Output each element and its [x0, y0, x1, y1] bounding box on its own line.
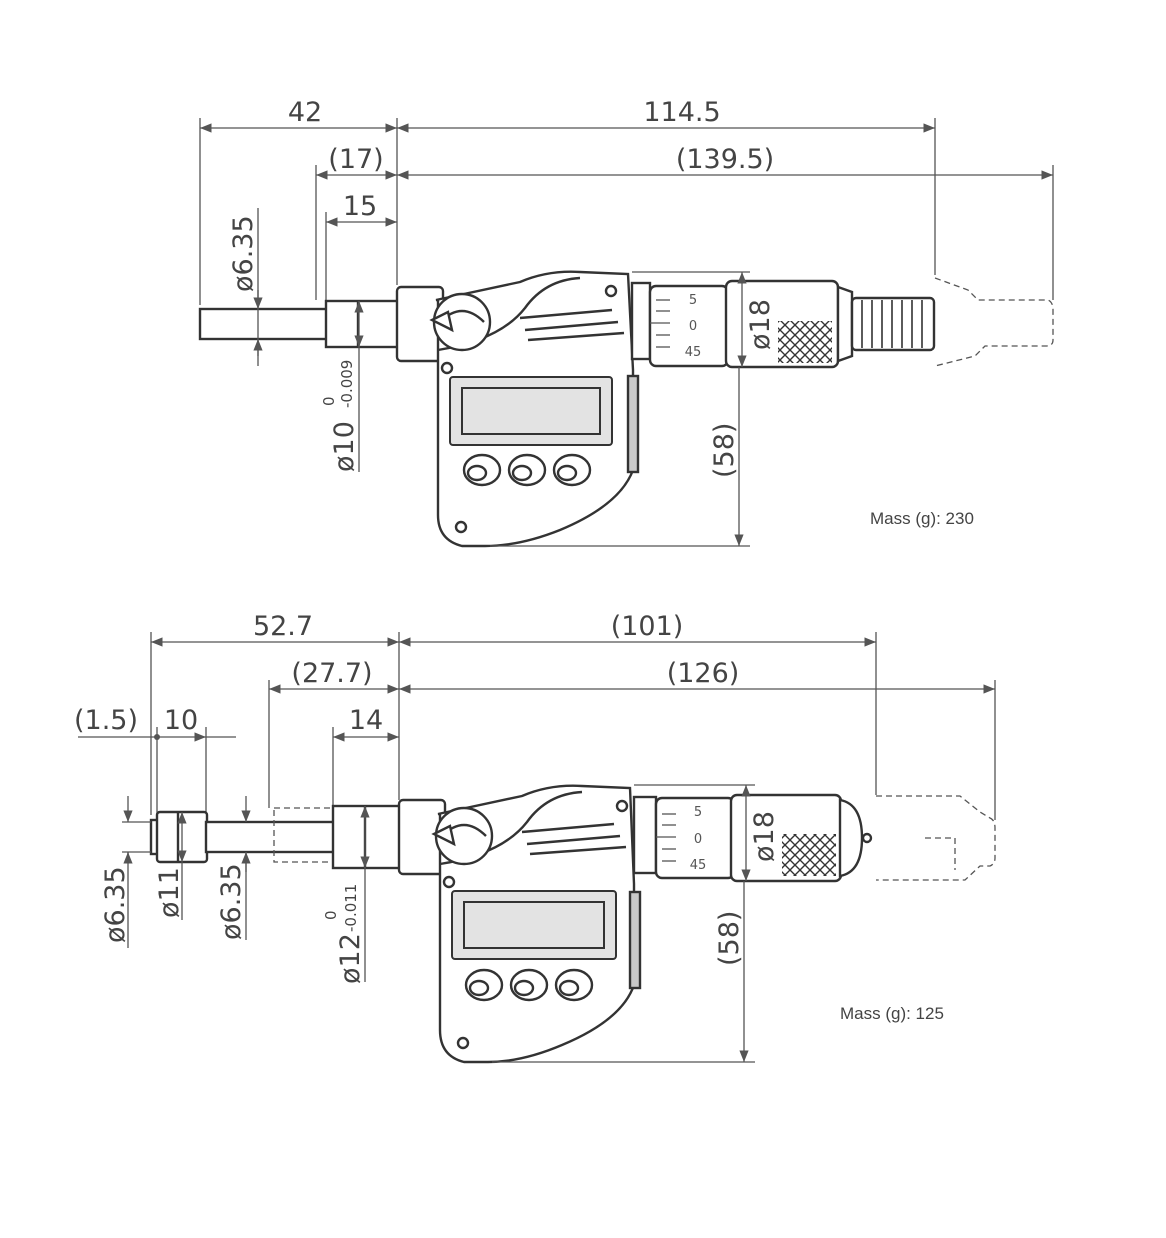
- bottom-dia-stem-label: ø12: [335, 933, 366, 984]
- top-mass-label: Mass (g): 230: [870, 509, 974, 528]
- bottom-dia-head-dim: ø11: [154, 812, 187, 920]
- bottom-dia-stem-dim: ø12 0 -0.011: [322, 806, 370, 984]
- top-dia-spindle-label: ø6.35: [228, 215, 259, 292]
- top-thimble: 5 0 45: [630, 279, 936, 369]
- top-dia-thimble-label: ø18: [745, 299, 776, 350]
- bottom-dia-thimble-label: ø18: [749, 811, 780, 862]
- bottom-scale-0: 0: [694, 832, 702, 847]
- top-scale-5: 5: [689, 293, 697, 308]
- bottom-dim-10: 10: [164, 705, 198, 736]
- bottom-height-label: (58): [714, 911, 745, 966]
- bottom-screw-icon: [456, 1036, 470, 1050]
- top-dim-114-5: 114.5: [643, 97, 720, 128]
- top-height-label: (58): [709, 423, 740, 478]
- bottom-dia-spindle-label: ø6.35: [216, 863, 247, 940]
- top-tol-lower: -0.009: [338, 360, 356, 408]
- bottom-dim-1-5: (1.5): [74, 705, 138, 736]
- top-scale-45: 45: [685, 345, 702, 360]
- bottom-dimension-lines: [78, 637, 995, 742]
- bottom-screw-icon: [615, 799, 629, 813]
- top-dim-17: (17): [328, 144, 383, 175]
- bottom-dia-head-label: ø11: [154, 867, 185, 918]
- top-spindle: [198, 299, 400, 349]
- top-ratchet-ghost: [934, 277, 1054, 367]
- bottom-ratchet-ghost: [876, 795, 996, 881]
- bottom-dim-126: (126): [667, 658, 740, 689]
- top-dim-42: 42: [288, 97, 322, 128]
- bottom-dia-tip-label: ø6.35: [100, 866, 131, 943]
- bottom-thimble: 5 0 45: [632, 793, 873, 883]
- top-scale-0: 0: [689, 319, 697, 334]
- bottom-tol-lower: -0.011: [342, 884, 360, 932]
- bottom-scale-5: 5: [694, 805, 702, 820]
- bottom-dia-tip-dim: ø6.35: [100, 796, 151, 948]
- top-buttons: [462, 453, 592, 487]
- top-dia-spindle-dim: ø6.35: [228, 208, 263, 366]
- top-extension-lines: [199, 118, 1054, 305]
- bottom-dim-52-7: 52.7: [253, 611, 313, 642]
- bottom-clamp-knob-icon: [431, 806, 494, 866]
- bottom-micrometer-drawing: 52.7 (101) (27.7) (126) (1.5) 10 14 ø6.3…: [74, 611, 996, 1064]
- bottom-dim-27-7: (27.7): [291, 658, 372, 689]
- bottom-dia-spindle-dim: ø6.35: [216, 796, 251, 940]
- bottom-spindle: [149, 804, 403, 870]
- top-tol-upper: 0: [320, 396, 338, 406]
- top-dia-stem-label: ø10: [329, 421, 360, 472]
- top-screw-icon: [454, 520, 468, 534]
- top-dimension-lines: [200, 123, 1053, 227]
- bottom-height-dim: (58): [492, 881, 755, 1063]
- top-dia-thimble-dim: ø18: [632, 271, 776, 367]
- bottom-mass-label: Mass (g): 125: [840, 1004, 944, 1023]
- bottom-dia-thimble-dim: ø18: [634, 784, 780, 881]
- bottom-dim-101: (101): [611, 611, 684, 642]
- top-dim-15: 15: [343, 191, 377, 222]
- top-dia-stem-dim: ø10 0 -0.009: [320, 301, 364, 472]
- bottom-screw-icon: [442, 875, 456, 889]
- top-dim-139-5: (139.5): [676, 144, 774, 175]
- top-screw-icon: [440, 361, 454, 375]
- bottom-ratchet-ghost-inner: [925, 837, 956, 870]
- top-height-dim: (58): [490, 367, 750, 547]
- top-micrometer-drawing: 42 114.5 (17) (139.5) 15 ø6.35 ø10 0 -0.…: [198, 97, 1054, 548]
- bottom-dim-14: 14: [349, 705, 383, 736]
- bottom-buttons: [464, 968, 594, 1002]
- bottom-tol-upper: 0: [322, 910, 340, 920]
- top-screw-icon: [604, 284, 618, 298]
- bottom-extension-lines: [150, 632, 996, 820]
- bottom-scale-45: 45: [690, 858, 707, 873]
- top-clamp-knob-icon: [429, 292, 492, 352]
